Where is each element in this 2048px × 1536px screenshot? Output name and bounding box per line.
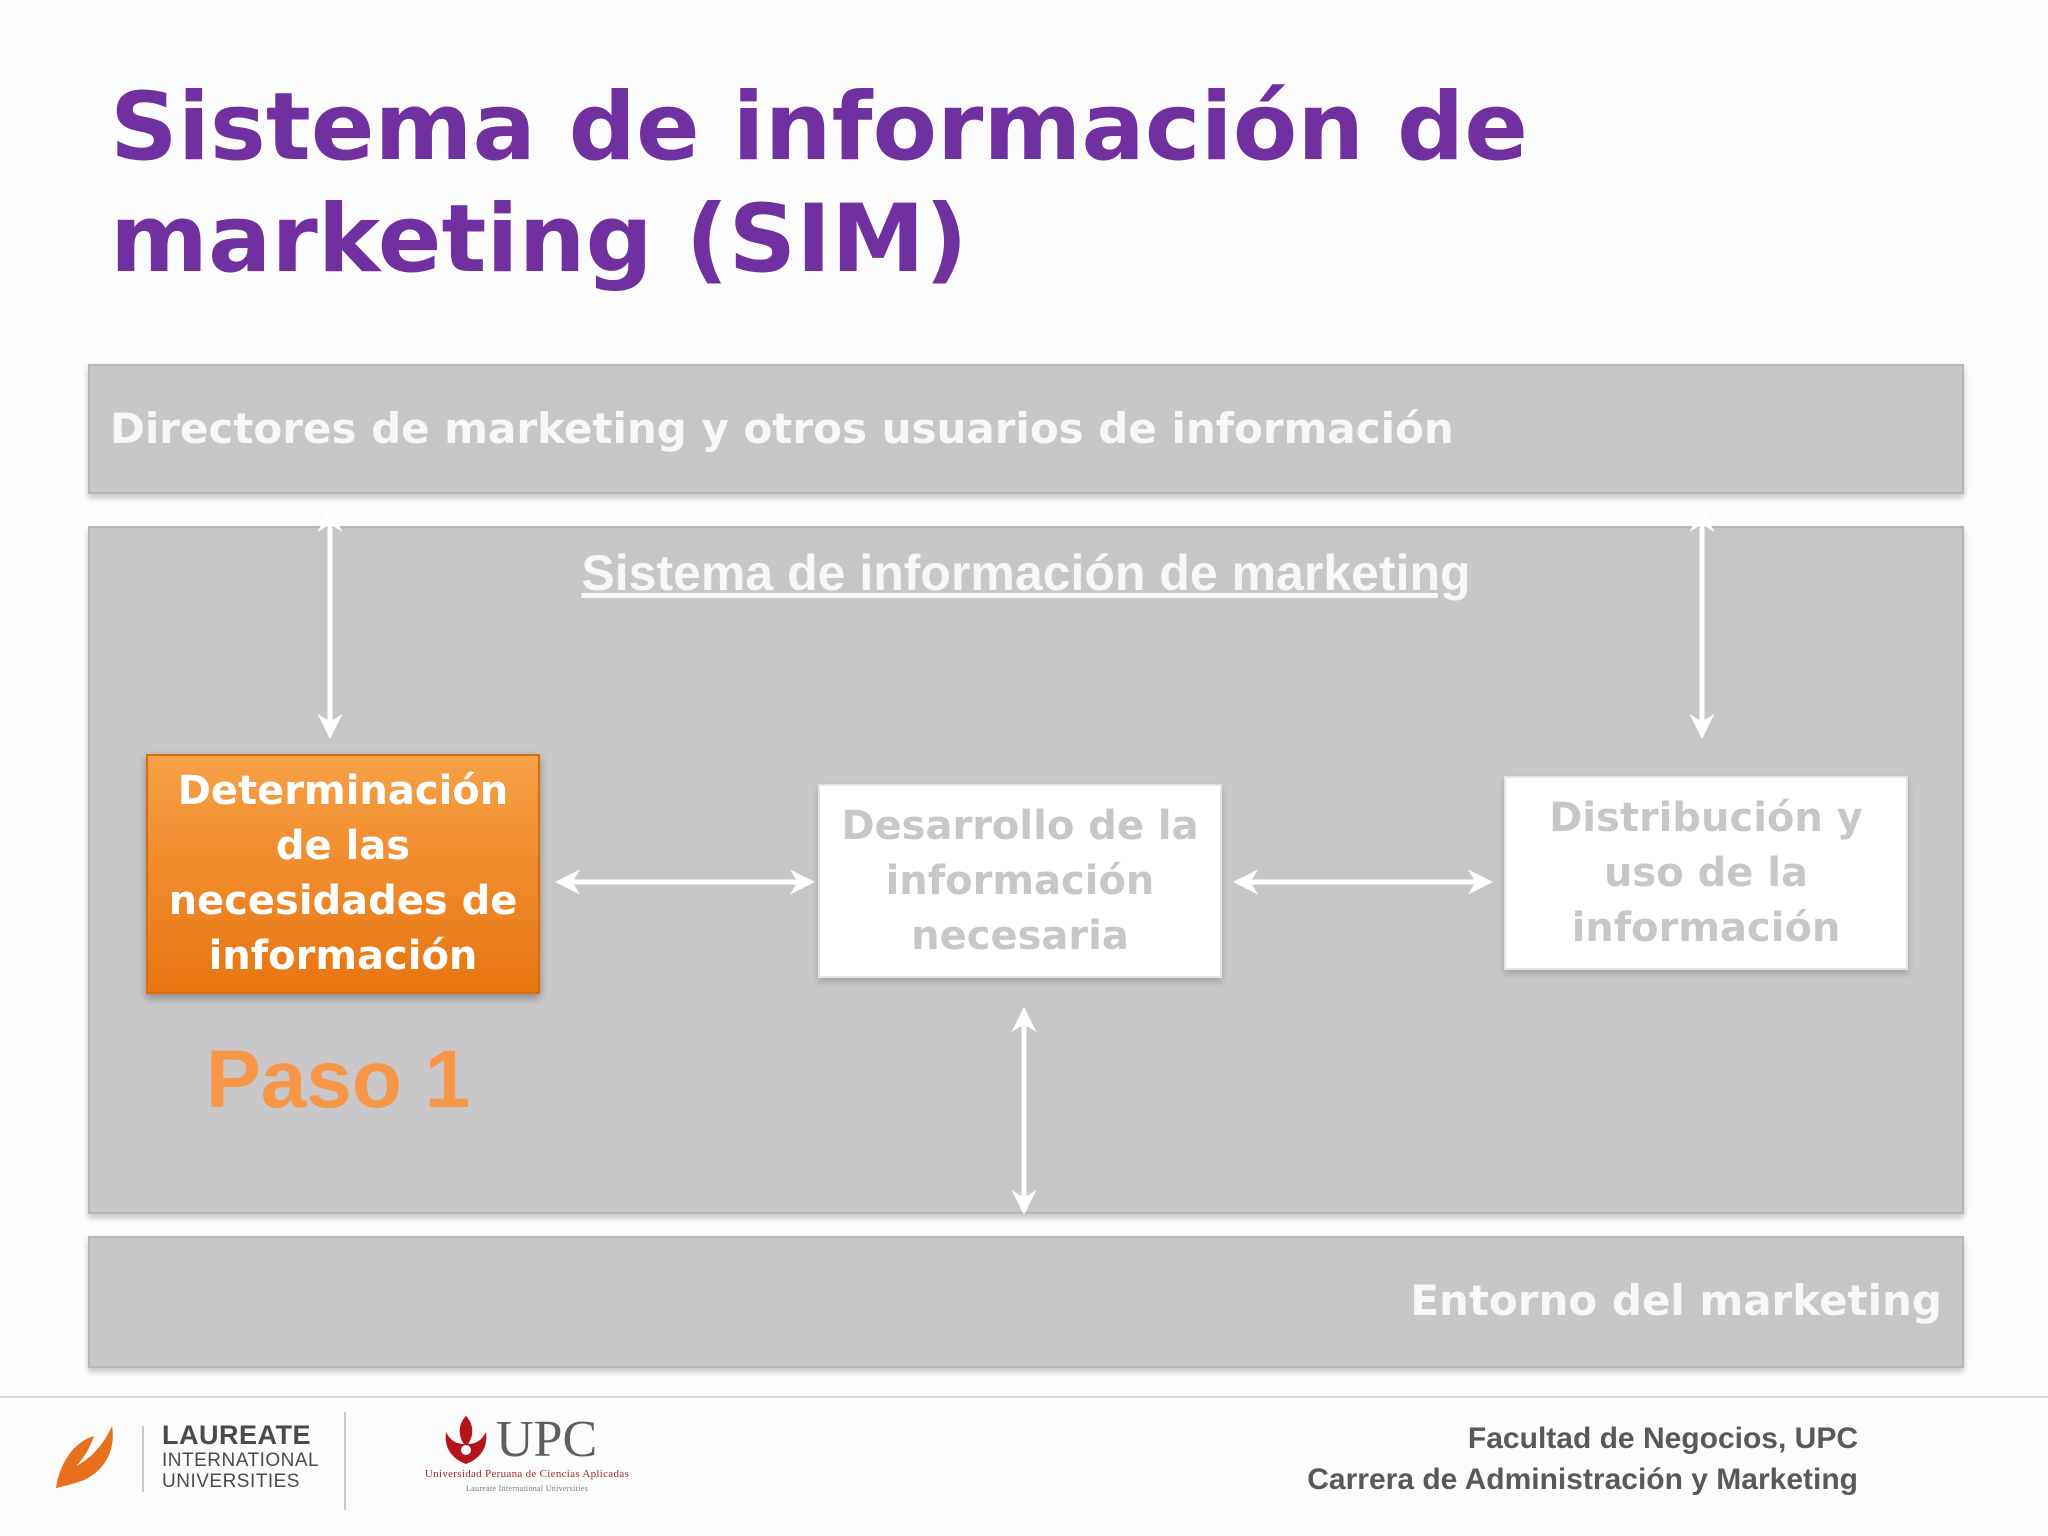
footer-program: Carrera de Administración y Marketing: [1307, 1463, 1858, 1496]
upc-name: UPC: [496, 1411, 598, 1468]
upc-emblem-icon: [445, 1416, 487, 1464]
needs-assessment-box: Determinación de las necesidades de info…: [146, 754, 540, 994]
users-band-label: Directores de marketing y otros usuarios…: [110, 404, 1454, 453]
footer-faculty: Facultad de Negocios, UPC: [1467, 1422, 1858, 1455]
environment-band-label: Entorno del marketing: [1410, 1276, 1942, 1325]
information-development-box: Desarrollo de la información necesaria: [818, 784, 1222, 978]
sim-band-label: Sistema de información de marketing: [581, 545, 1471, 601]
upc-subtitle: Universidad Peruana de Ciencias Aplicada…: [424, 1468, 630, 1480]
step-label: Paso 1: [206, 1034, 471, 1125]
laureate-line3: UNIVERSITIES: [162, 1471, 300, 1492]
footer-divider: [0, 1396, 2048, 1398]
laureate-name: LAUREATE: [162, 1420, 311, 1450]
footer-separator: [142, 1426, 144, 1492]
upc-logo: UPC Universidad Peruana de Ciencias Apli…: [392, 1411, 662, 1494]
laureate-logo-icon: [56, 1426, 113, 1488]
laureate-line2: INTERNATIONAL: [162, 1450, 320, 1471]
footer-institution: Facultad de Negocios, UPC Carrera de Adm…: [1307, 1418, 1858, 1500]
upc-tagline: Laureate International Universities: [465, 1484, 588, 1493]
laureate-logo-text: LAUREATE INTERNATIONAL UNIVERSITIES: [162, 1420, 319, 1492]
footer-separator: [344, 1412, 346, 1510]
slide-title: Sistema de información de marketing (SIM…: [110, 73, 1528, 294]
users-band: Directores de marketing y otros usuarios…: [88, 364, 1964, 494]
information-distribution-box: Distribución y uso de la información: [1504, 776, 1908, 970]
environment-band: Entorno del marketing: [88, 1236, 1964, 1368]
